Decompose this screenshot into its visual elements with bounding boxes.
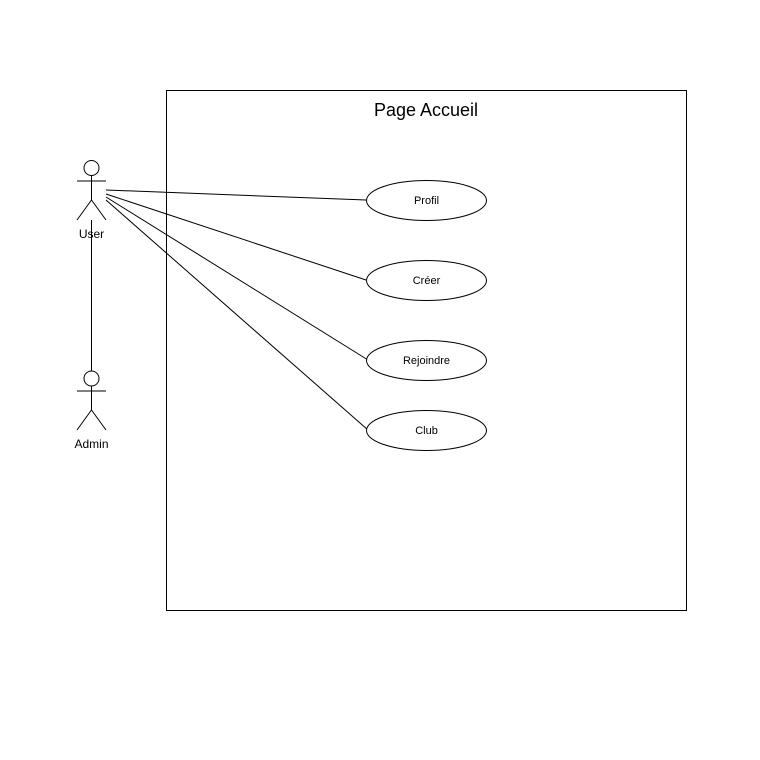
use-case-profil-ellipse bbox=[366, 180, 487, 221]
actor-admin-right-leg bbox=[91, 409, 107, 431]
use-case-rejoindre-ellipse bbox=[366, 340, 487, 381]
actor-admin-label: Admin bbox=[74, 437, 108, 451]
use-case-rejoindre[interactable]: Rejoindre bbox=[366, 340, 487, 381]
actor-user-right-leg bbox=[91, 199, 107, 221]
use-case-rejoindre-label: Rejoindre bbox=[403, 355, 450, 367]
actor-admin[interactable]: Admin bbox=[74, 370, 109, 451]
system-boundary: Page Accueil bbox=[166, 90, 687, 611]
actor-user[interactable]: User bbox=[76, 160, 107, 242]
association-user-profil bbox=[105, 189, 367, 201]
actor-admin-head bbox=[83, 370, 100, 387]
association-user-club bbox=[105, 199, 369, 431]
system-title: Page Accueil bbox=[374, 100, 478, 120]
system-boundary-box bbox=[166, 90, 687, 611]
use-case-profil-label: Profil bbox=[414, 195, 439, 207]
association-user-rejoindre bbox=[105, 196, 369, 361]
use-case-creer[interactable]: Créer bbox=[366, 260, 487, 301]
actor-user-left-leg bbox=[76, 199, 92, 221]
use-case-club-ellipse bbox=[366, 410, 487, 451]
use-case-creer-label: Créer bbox=[413, 275, 441, 287]
use-case-club-label: Club bbox=[415, 425, 438, 437]
use-case-club[interactable]: Club bbox=[366, 410, 487, 451]
actor-user-label: User bbox=[79, 227, 104, 241]
actor-admin-left-leg bbox=[76, 409, 92, 431]
association-user-creer bbox=[105, 193, 367, 281]
use-case-creer-ellipse bbox=[366, 260, 487, 301]
actor-user-head bbox=[83, 160, 100, 176]
associations bbox=[91, 189, 369, 431]
use-case-profil[interactable]: Profil bbox=[366, 180, 487, 221]
